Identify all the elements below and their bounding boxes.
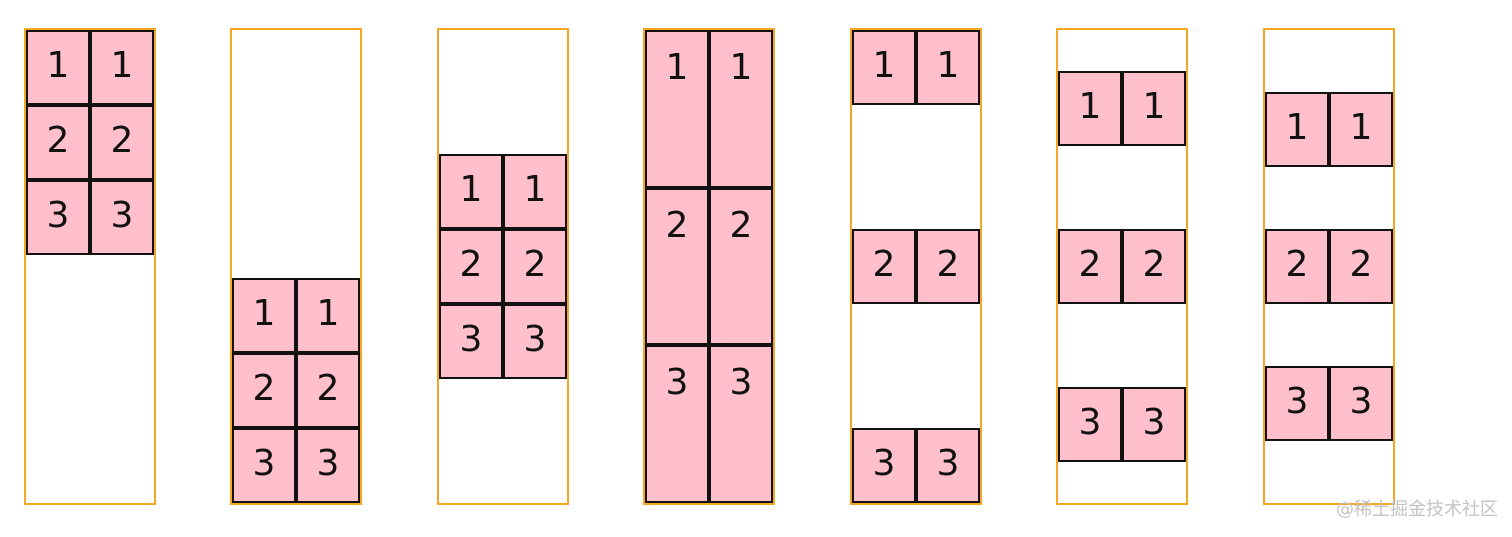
row-2: 2 2 bbox=[439, 229, 567, 304]
cell: 3 bbox=[1329, 366, 1393, 441]
watermark: @稀土掘金技术社区 bbox=[1336, 499, 1498, 520]
flex-container-6: 1 1 2 2 3 3 bbox=[1056, 28, 1188, 505]
cell: 2 bbox=[26, 105, 90, 180]
row-2: 2 2 bbox=[645, 187, 773, 346]
cell: 3 bbox=[916, 428, 980, 503]
cell: 1 bbox=[296, 278, 360, 353]
row-3: 3 3 bbox=[232, 428, 360, 503]
row-1: 1 1 bbox=[645, 30, 773, 188]
row-1: 1 1 bbox=[1058, 71, 1186, 147]
cell: 2 bbox=[645, 187, 709, 346]
cell: 2 bbox=[709, 187, 773, 346]
cell: 1 bbox=[1329, 92, 1393, 167]
row-1: 1 1 bbox=[232, 278, 360, 353]
cell: 3 bbox=[852, 428, 916, 503]
row-3: 3 3 bbox=[1058, 386, 1186, 462]
cell: 3 bbox=[232, 428, 296, 503]
cell: 3 bbox=[1122, 386, 1186, 462]
cell: 2 bbox=[852, 229, 916, 304]
cell: 3 bbox=[26, 180, 90, 255]
row-3: 3 3 bbox=[26, 180, 154, 255]
flex-container-5: 1 1 2 2 3 3 bbox=[850, 28, 982, 505]
cell: 1 bbox=[1058, 71, 1122, 147]
cell: 1 bbox=[916, 30, 980, 105]
cell: 1 bbox=[439, 154, 503, 229]
cell: 1 bbox=[26, 30, 90, 105]
flex-container-7: 1 1 2 2 3 3 bbox=[1263, 28, 1395, 505]
cell: 2 bbox=[1265, 229, 1329, 304]
cell: 2 bbox=[503, 229, 567, 304]
cell: 1 bbox=[1122, 71, 1186, 147]
row-3: 3 3 bbox=[1265, 366, 1393, 441]
row-3: 3 3 bbox=[439, 304, 567, 379]
flex-container-2: 1 1 2 2 3 3 bbox=[230, 28, 362, 505]
row-2: 2 2 bbox=[1058, 228, 1186, 304]
row-1: 1 1 bbox=[439, 154, 567, 229]
cell: 1 bbox=[232, 278, 296, 353]
cell: 3 bbox=[296, 428, 360, 503]
cell: 2 bbox=[90, 105, 154, 180]
cell: 3 bbox=[439, 304, 503, 379]
row-1: 1 1 bbox=[1265, 92, 1393, 167]
cell: 2 bbox=[1329, 229, 1393, 304]
flex-container-1: 1 1 2 2 3 3 bbox=[24, 28, 156, 505]
row-1: 1 1 bbox=[26, 30, 154, 105]
cell: 2 bbox=[916, 229, 980, 304]
row-2: 2 2 bbox=[26, 105, 154, 180]
cell: 2 bbox=[1058, 228, 1122, 304]
cell: 3 bbox=[1265, 366, 1329, 441]
row-2: 2 2 bbox=[232, 353, 360, 428]
cell: 1 bbox=[90, 30, 154, 105]
row-1: 1 1 bbox=[852, 30, 980, 105]
cell: 3 bbox=[645, 345, 709, 504]
cell: 1 bbox=[503, 154, 567, 229]
row-3: 3 3 bbox=[852, 428, 980, 503]
cell: 3 bbox=[1058, 386, 1122, 462]
row-2: 2 2 bbox=[1265, 229, 1393, 304]
flex-container-4: 1 1 2 2 3 3 bbox=[643, 28, 775, 505]
cell: 1 bbox=[709, 30, 773, 188]
cell: 2 bbox=[296, 353, 360, 428]
row-2: 2 2 bbox=[852, 229, 980, 304]
cell: 3 bbox=[709, 345, 773, 504]
cell: 2 bbox=[232, 353, 296, 428]
cell: 1 bbox=[645, 30, 709, 188]
cell: 3 bbox=[90, 180, 154, 255]
cell: 3 bbox=[503, 304, 567, 379]
cell: 1 bbox=[852, 30, 916, 105]
cell: 1 bbox=[1265, 92, 1329, 167]
cell: 2 bbox=[1122, 228, 1186, 304]
row-3: 3 3 bbox=[645, 345, 773, 504]
flex-container-3: 1 1 2 2 3 3 bbox=[437, 28, 569, 505]
cell: 2 bbox=[439, 229, 503, 304]
